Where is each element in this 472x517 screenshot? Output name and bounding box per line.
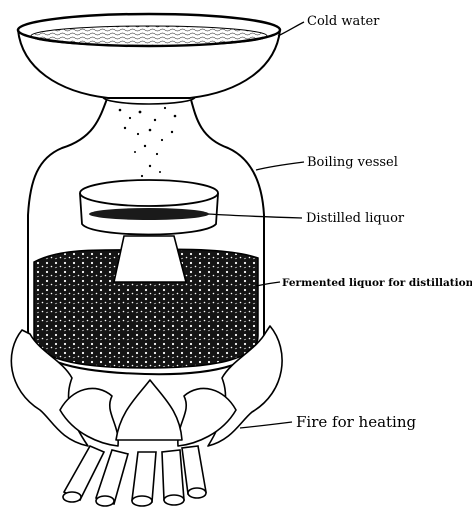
cup-rim [79, 179, 219, 207]
label-boiling-vessel: Boiling vessel [307, 155, 398, 170]
leader-boiling-vessel [255, 161, 305, 171]
collector-stand [113, 235, 188, 283]
cold-water-surface [30, 25, 268, 47]
cold-water-bowl [16, 29, 282, 99]
firewood-logs [62, 444, 207, 507]
fire [10, 325, 283, 447]
leader-cold-water [277, 21, 305, 37]
label-fire: Fire for heating [296, 413, 417, 431]
leader-fire [239, 421, 293, 429]
leader-lines [207, 21, 305, 429]
vapour-drops [118, 106, 177, 178]
distilled-liquor-surface [89, 208, 209, 220]
label-cold-water: Cold water [307, 14, 380, 29]
leader-fermented-liquor [255, 281, 281, 287]
label-distilled-liquor: Distilled liquor [306, 211, 405, 226]
leader-distilled-liquor [207, 213, 303, 219]
fermented-liquor-mass [33, 248, 259, 369]
label-fermented-liquor: Fermented liquor for distillation [282, 277, 472, 289]
